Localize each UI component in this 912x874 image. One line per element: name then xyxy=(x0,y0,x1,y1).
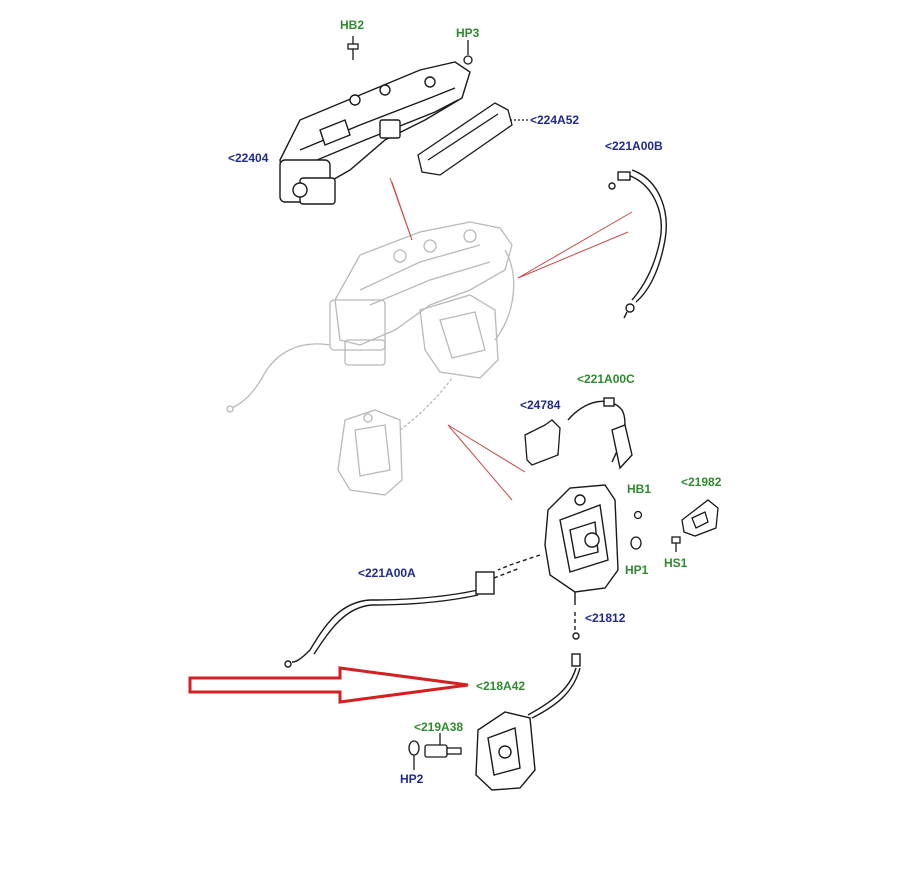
door-latch-21812 xyxy=(497,484,619,605)
bolt-hb1 xyxy=(633,510,643,520)
label-hs1: HS1 xyxy=(664,556,688,570)
striker-21982 xyxy=(681,499,719,537)
actuator-218a42 xyxy=(475,711,536,791)
cable-221a00b xyxy=(608,169,667,319)
bracket-24784 xyxy=(524,419,561,466)
label-21982: <21982 xyxy=(681,475,722,489)
leader-lines xyxy=(389,177,633,501)
label-hp3: HP3 xyxy=(456,26,480,40)
label-hp1: HP1 xyxy=(625,563,649,577)
bolt-hb2 xyxy=(347,36,359,60)
label-224a52: <224A52 xyxy=(530,113,580,127)
door-handle-module-22404 xyxy=(279,61,471,205)
label-hb1: HB1 xyxy=(627,482,652,496)
handle-trim-224a52 xyxy=(417,102,530,176)
screw-hs1 xyxy=(671,536,681,552)
label-219a38: <219A38 xyxy=(414,720,464,734)
label-24784: <24784 xyxy=(520,398,561,412)
label-218a42: <218A42 xyxy=(476,679,526,693)
cable-221a00a xyxy=(284,567,521,668)
red-callout-arrow xyxy=(188,666,469,704)
plug-hp3 xyxy=(463,40,473,65)
label-221a00a: <221A00A xyxy=(358,566,416,580)
plug-hp2 xyxy=(408,740,420,770)
connector-219a38 xyxy=(424,733,462,758)
label-21812: <21812 xyxy=(585,611,626,625)
cable-221a00c xyxy=(567,397,633,470)
label-hb2: HB2 xyxy=(340,18,365,32)
label-hp2: HP2 xyxy=(400,772,424,786)
label-22404: <22404 xyxy=(228,151,269,165)
label-221a00b: <221A00B xyxy=(605,139,663,153)
label-221a00c: <221A00C xyxy=(577,372,635,386)
ghost-door-handle-assembly xyxy=(226,221,515,496)
actuator-cable xyxy=(527,612,581,719)
plug-hp1 xyxy=(630,536,642,550)
